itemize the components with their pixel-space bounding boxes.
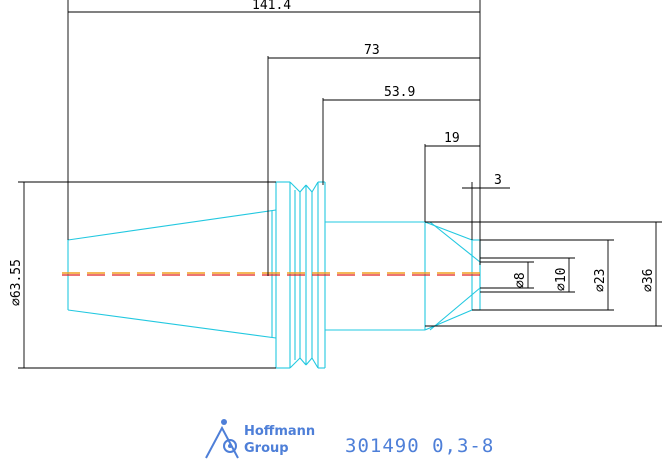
label-53-9: 53.9 — [384, 85, 415, 100]
taper-top-edge — [67, 209, 277, 241]
nose-top-chamfer — [424, 221, 473, 241]
label-141-4: 141.4 — [252, 0, 291, 13]
label-19: 19 — [444, 131, 460, 146]
groove-b-top — [299, 184, 307, 193]
groove-a-bottom — [289, 357, 301, 369]
taper-bottom-edge — [67, 309, 277, 339]
label-dia-23: ⌀23 — [593, 269, 608, 292]
label-73: 73 — [364, 43, 380, 58]
groove-d-top — [311, 181, 319, 193]
dimension-labels: 141.4 73 53.9 19 3 ⌀63.55 ⌀8 ⌀10 ⌀23 ⌀36 — [9, 0, 656, 306]
logo-mark-icon — [205, 419, 239, 459]
part-number: 301490 0,3-8 — [345, 435, 494, 457]
groove-d-bottom — [311, 357, 319, 369]
dimension-lines — [18, 0, 662, 369]
groove-c-top — [305, 184, 313, 193]
label-dia-8: ⌀8 — [513, 272, 528, 288]
label-dia-63-55: ⌀63.55 — [9, 259, 24, 306]
bore-cone-bottom — [429, 287, 481, 331]
logo-text-hoffmann: Hoffmann — [244, 424, 315, 439]
groove-c-bottom — [305, 357, 313, 366]
groove-b-bottom — [299, 357, 307, 366]
nose-bottom-chamfer — [424, 309, 473, 331]
centerline — [62, 272, 482, 276]
label-dia-36: ⌀36 — [641, 269, 656, 292]
groove-a-top — [289, 181, 301, 193]
bore-cone-top — [429, 221, 481, 263]
label-dia-10: ⌀10 — [554, 268, 569, 291]
label-3: 3 — [494, 173, 502, 188]
logo-text-group: Group — [244, 441, 289, 456]
hoffmann-group-logo: Hoffmann Group — [205, 419, 315, 459]
